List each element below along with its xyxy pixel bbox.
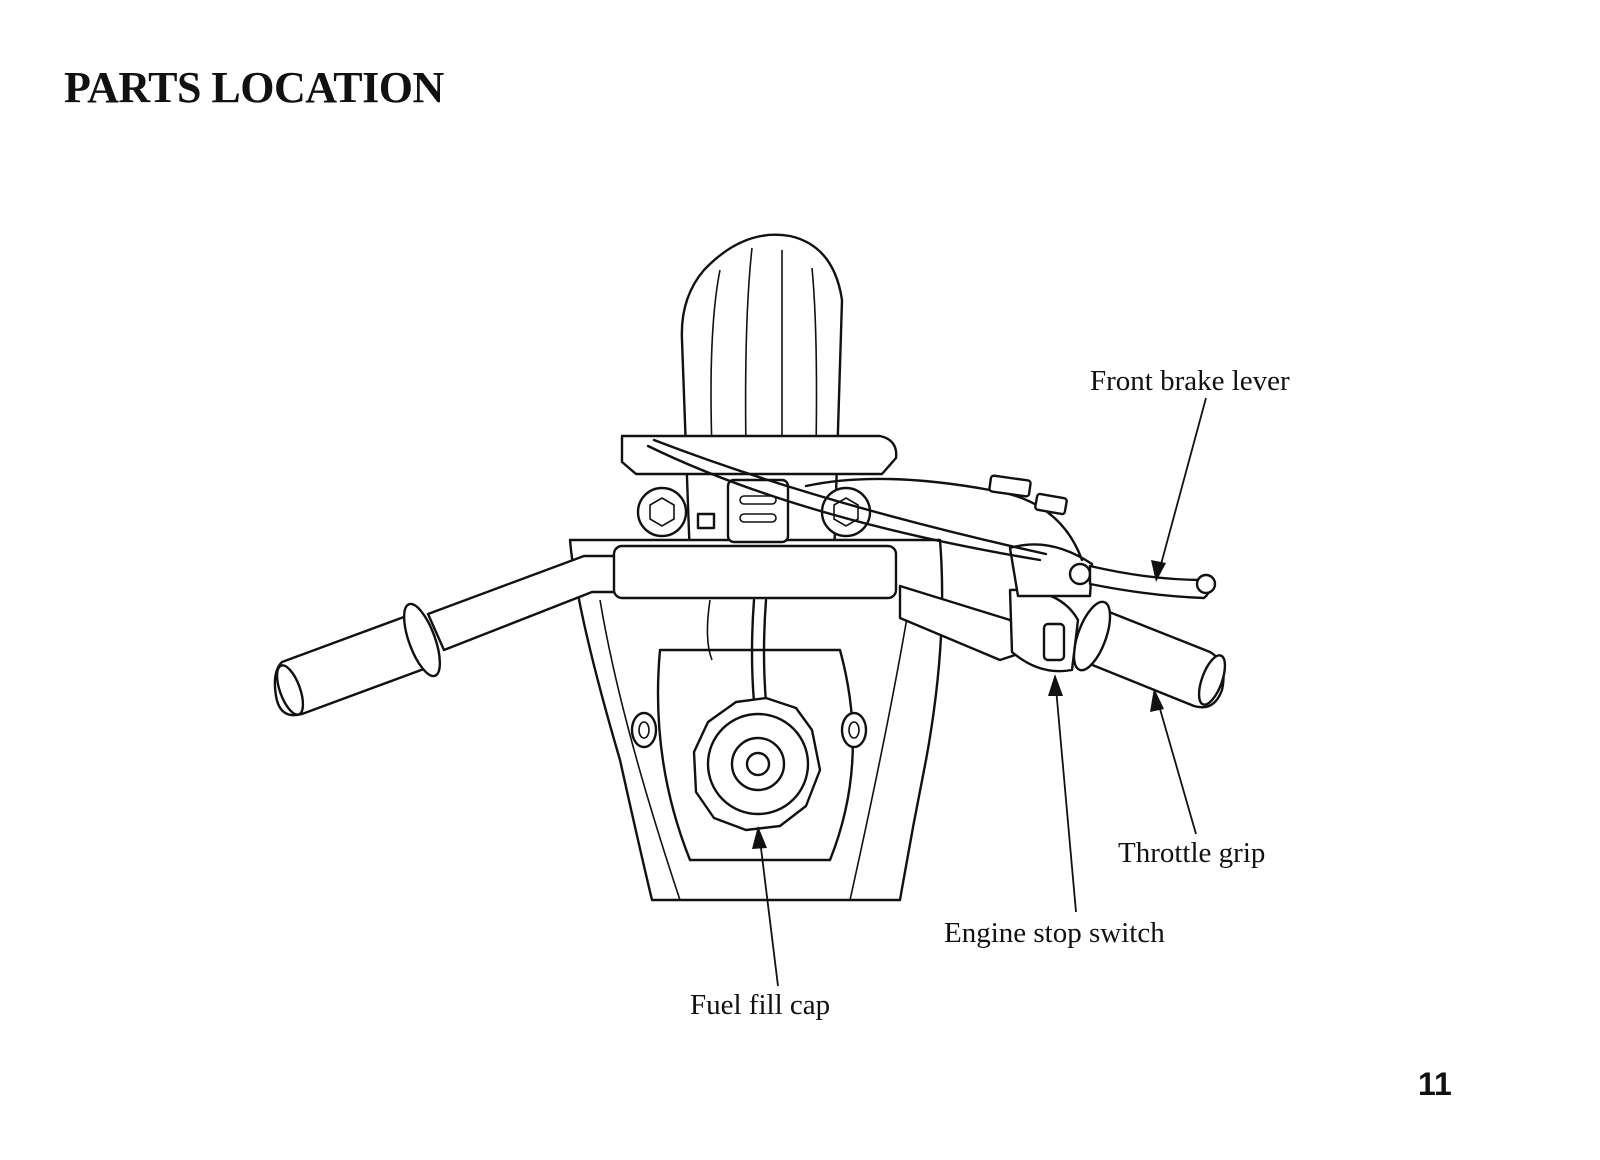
leader-lines [752,397,1207,987]
label-front-brake-lever: Front brake lever [1090,365,1290,397]
label-fuel-fill-cap: Fuel fill cap [690,989,830,1021]
page-number: 11 [1418,1066,1452,1102]
label-throttle-grip: Throttle grip [1118,837,1265,869]
fuel-fill-cap [692,696,822,832]
handlebar [426,544,1032,662]
label-engine-stop-switch: Engine stop switch [944,917,1165,949]
page-title: PARTS LOCATION [64,63,444,112]
brake-lever [1088,564,1217,600]
left-grip [273,602,442,717]
throttle-assembly [1008,543,1227,709]
